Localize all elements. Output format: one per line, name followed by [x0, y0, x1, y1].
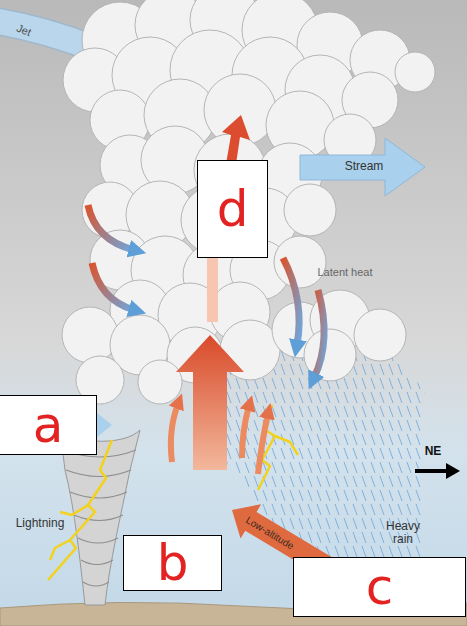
side-triangle: [97, 413, 112, 437]
storm-cloud: [62, 307, 118, 363]
side-triangle: [97, 413, 112, 437]
tornado-funnel: [81, 560, 113, 565]
latent-heat-arrow: [314, 290, 324, 378]
latent-heat-arrow: [283, 258, 299, 345]
tornado-funnel: [83, 582, 109, 586]
callout-label: Heavy rain: [381, 520, 425, 546]
lightning-bolt: [275, 436, 298, 455]
label-box: c: [293, 557, 466, 617]
label-box: d: [197, 160, 268, 258]
lightning-bolt: [48, 440, 112, 580]
box-letter: d: [217, 184, 249, 234]
callout-label: Lightning: [16, 517, 65, 530]
box-letter: c: [366, 562, 394, 612]
storm-cloud: [62, 0, 435, 404]
callout-label: Stream: [345, 160, 384, 173]
label-box: a: [0, 395, 97, 455]
updraft-arrow: [171, 404, 268, 474]
tornado-funnel: [74, 515, 123, 521]
callout-label: Latent heat: [317, 266, 372, 278]
storm-cloud: [354, 309, 406, 361]
updraft-arrow: [222, 115, 250, 164]
stream-arrow: [300, 138, 425, 196]
stream-arrow: [300, 138, 425, 196]
tornado-funnel: [70, 492, 127, 498]
updraft-arrow: [171, 404, 178, 462]
storm-cloud: [138, 360, 182, 404]
direction-arrow: [415, 469, 448, 473]
storm-cloud: [284, 184, 336, 236]
latent-heat-arrow: [88, 205, 134, 250]
lightning-bolt: [50, 540, 70, 560]
storm-cloud: [304, 329, 356, 381]
updraft-arrow: [207, 258, 218, 322]
updraft-arrow: [242, 406, 249, 458]
storm-cloud: [395, 52, 435, 92]
box-letter: a: [33, 400, 64, 450]
direction-arrow: [415, 463, 460, 479]
latent-heat-arrow: [92, 263, 134, 310]
tornado-funnel: [66, 470, 131, 477]
updraft-arrow: [258, 414, 268, 474]
updraft-arrow: [176, 335, 244, 470]
tornado-funnel: [78, 538, 118, 543]
lightning-bolt: [258, 405, 275, 490]
direction-arrow: [446, 463, 460, 479]
box-letter: b: [157, 538, 189, 588]
updraft-arrow: [171, 115, 268, 474]
label-box: b: [123, 535, 222, 591]
lightning-bolt: [60, 505, 88, 515]
callout-label: NE: [425, 445, 442, 458]
